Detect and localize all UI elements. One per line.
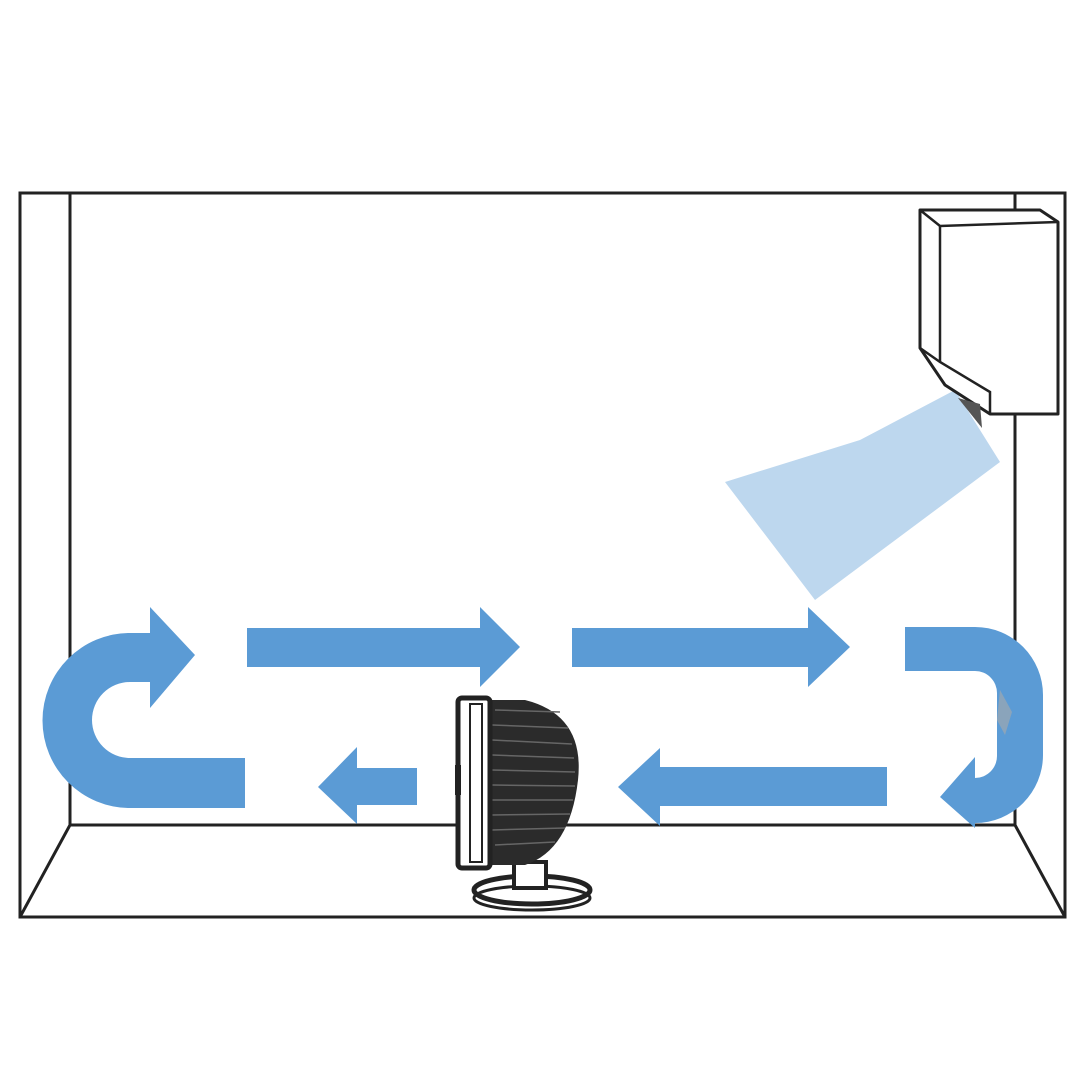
floor-left-edge	[18, 824, 72, 918]
floor-right-edge	[1013, 824, 1067, 918]
airflow-arrow-return-left	[42, 607, 246, 808]
airflow-arrow-top-1	[247, 607, 520, 687]
airflow-arrow-return-right	[905, 627, 1043, 828]
cool-air-stream	[725, 390, 1000, 600]
airflow-arrow-bottom-1	[618, 748, 887, 826]
room-outer-wall	[18, 191, 1067, 919]
airflow-arrow-top-2	[572, 607, 850, 687]
wall-air-conditioner-icon	[918, 208, 1060, 428]
circulator-fan-icon	[455, 695, 593, 912]
airflow-arrow-bottom-2	[318, 747, 417, 824]
